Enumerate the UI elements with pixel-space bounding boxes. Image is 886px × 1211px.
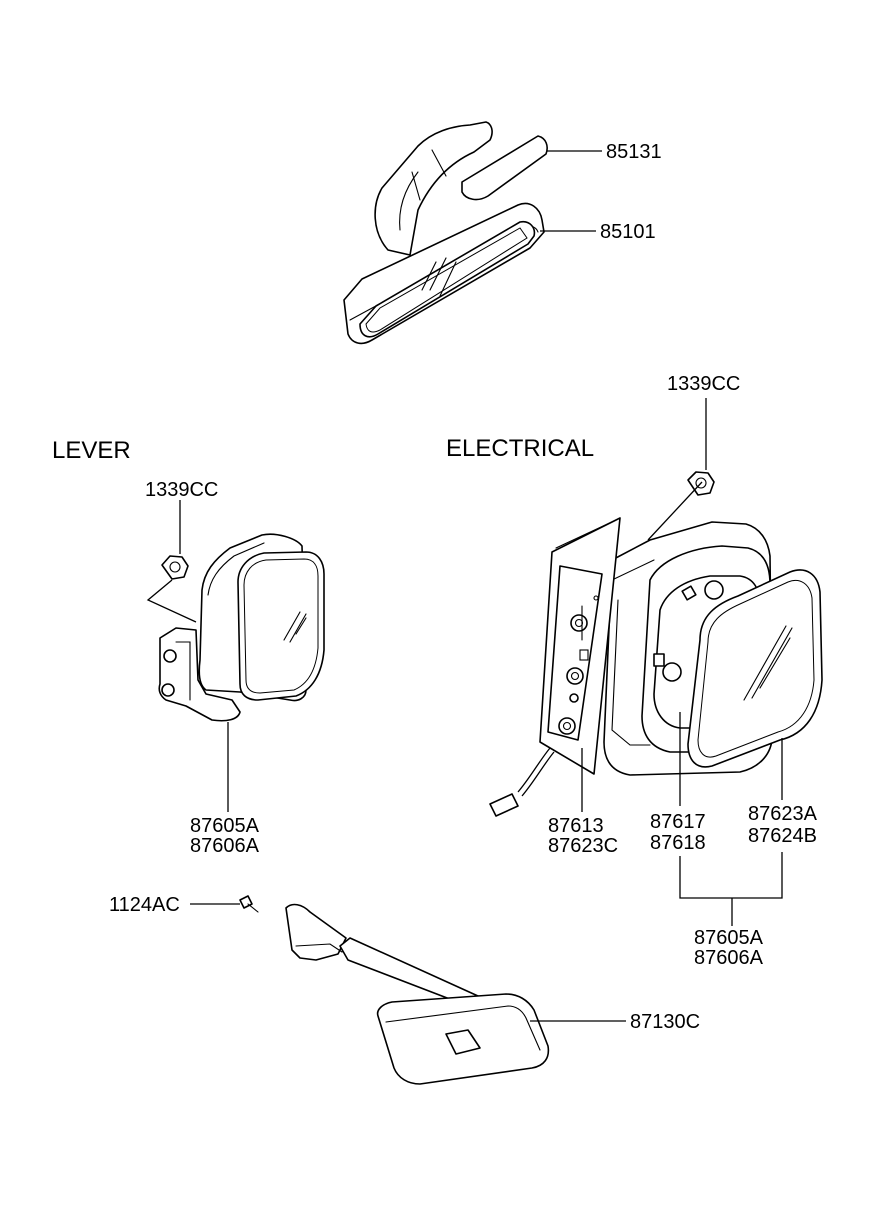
connector-icon [489,793,519,817]
room-mirror-stay-85131 [374,121,548,256]
part-1339CC-lever: 1339CC [145,479,218,501]
part-87623C: 87623C [548,835,618,857]
nut-icon [161,555,189,580]
part-87624B: 87624B [748,825,817,847]
part-87623A: 87623A [748,803,818,825]
part-1124AC: 1124AC [109,894,180,916]
part-87606A-electrical: 87606A [694,947,764,969]
section-lever: LEVER [52,437,131,464]
part-87617: 87617 [650,811,706,833]
wide-mirror-87130C [239,895,550,1085]
part-87130C: 87130C [630,1011,700,1033]
leader-lines [146,150,783,1022]
part-87605A-lever: 87605A [190,815,260,837]
electrical-mirror [489,471,823,817]
section-electrical: ELECTRICAL [446,435,594,462]
part-85131: 85131 [606,141,662,163]
part-85101: 85101 [600,221,656,243]
part-87618: 87618 [650,832,706,854]
part-87605A-electrical: 87605A [694,927,764,949]
glass-87623A [687,569,823,768]
part-1339CC-electrical: 1339CC [667,373,740,395]
part-87606A-lever: 87606A [190,835,260,857]
part-87613: 87613 [548,815,604,837]
lever-mirror-87605A [158,533,325,722]
room-mirror-85101 [343,202,545,345]
